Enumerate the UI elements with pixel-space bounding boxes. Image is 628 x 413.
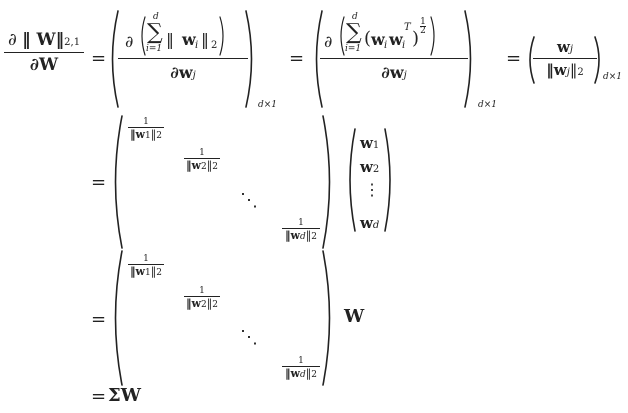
lhs-denominator: ∂W [29,55,59,75]
vector-w: w [389,30,403,49]
sum-symbol: ∑ [147,20,163,45]
paren-close: ) [412,28,420,49]
subscript-j: j [569,44,574,55]
diagonal-dots: ⋱ [240,190,258,211]
vector-w: w [371,30,385,49]
right-paren [464,10,472,108]
norm-w: ‖w [546,61,567,79]
diag-entry-d: 1 ‖wd‖2 [282,356,320,380]
diagonal-dots: ⋱ [240,327,258,348]
left-paren [114,115,123,249]
dimension-subscript: d×1 [478,100,498,110]
matrix-W: W [344,306,365,327]
norm-close: ‖ [201,30,209,49]
left-paren [111,10,119,108]
norm-W: ‖ W‖ [22,30,65,50]
subscript-j: j [403,70,407,81]
vector-right-paren [384,128,391,232]
vertical-dots: ⋮ [364,180,380,199]
subscript-i: i [384,40,388,51]
denominator-dw: ∂w [381,63,404,82]
dimension-subscript: d×1 [603,72,623,82]
diag-entry-2: 1 ‖w2‖2 [184,148,220,172]
subscript-i: i [195,40,199,51]
right-paren [245,10,253,108]
denominator-dw: ∂w [170,63,193,82]
equals-sign: = [91,48,107,69]
inner-right-paren [430,16,435,56]
partial-symbol: ∂ [324,32,333,51]
left-paren [315,10,323,108]
subscript-i: i [402,40,406,51]
vector-entry-2: w2 [360,158,380,176]
fraction-bar [320,58,468,59]
fraction-bar [533,58,597,59]
left-paren [114,250,123,386]
norm-subscript: 2 [577,67,584,78]
equals-sign: = [289,48,305,69]
right-paren [594,36,600,84]
sum-lower-limit: i=1 [345,44,362,54]
vector-w: w [182,30,196,49]
norm-close: ‖ [569,61,578,79]
norm-open: ‖ [166,30,174,49]
inner-left-paren [340,16,345,56]
sum-symbol: ∑ [346,20,362,45]
transpose-T: T [404,22,411,33]
subscript-j: j [566,67,570,78]
inner-right-paren [219,16,224,56]
partial-symbol: ∂ [7,30,17,50]
diag-entry-1: 1 ‖w1‖2 [128,117,164,141]
partial-symbol: ∂ [125,32,134,51]
lhs-fraction: ∂ ‖ W‖2,1 ∂W [4,30,84,75]
equals-sign: = [91,386,107,407]
equals-sign: = [91,172,107,193]
paren-open: ( [364,28,372,49]
norm-subscript: 2 [211,40,218,51]
inner-left-paren [141,16,146,56]
norm-subscript: 2,1 [64,37,81,48]
fraction-bar [4,52,84,53]
vector-left-paren [349,128,356,232]
term1-fraction: ∂ d ∑ i=1 ‖ w i ‖ 2 ∂wj [118,12,248,82]
right-paren [322,115,331,249]
sum-lower-limit: i=1 [146,44,163,54]
sum-upper-limit: d [352,12,358,22]
left-paren [529,36,535,84]
dimension-subscript: d×1 [258,100,278,110]
diag-entry-2: 1 ‖w2‖2 [184,286,220,310]
equals-sign: = [506,48,522,69]
diag-entry-d: 1 ‖wd‖2 [282,218,320,242]
right-paren [322,250,331,386]
vector-entry-d: wd [360,214,380,232]
diag-entry-1: 1 ‖w1‖2 [128,254,164,278]
vector-entry-1: w1 [360,134,380,152]
subscript-j: j [192,70,196,81]
term3-fraction: wj ‖wj‖2 [533,38,597,79]
equals-sign: = [91,309,107,330]
vector-w: w [556,38,570,56]
sum-upper-limit: d [153,12,159,22]
fraction-bar [118,58,248,59]
sigma-W: ΣW [108,385,141,406]
